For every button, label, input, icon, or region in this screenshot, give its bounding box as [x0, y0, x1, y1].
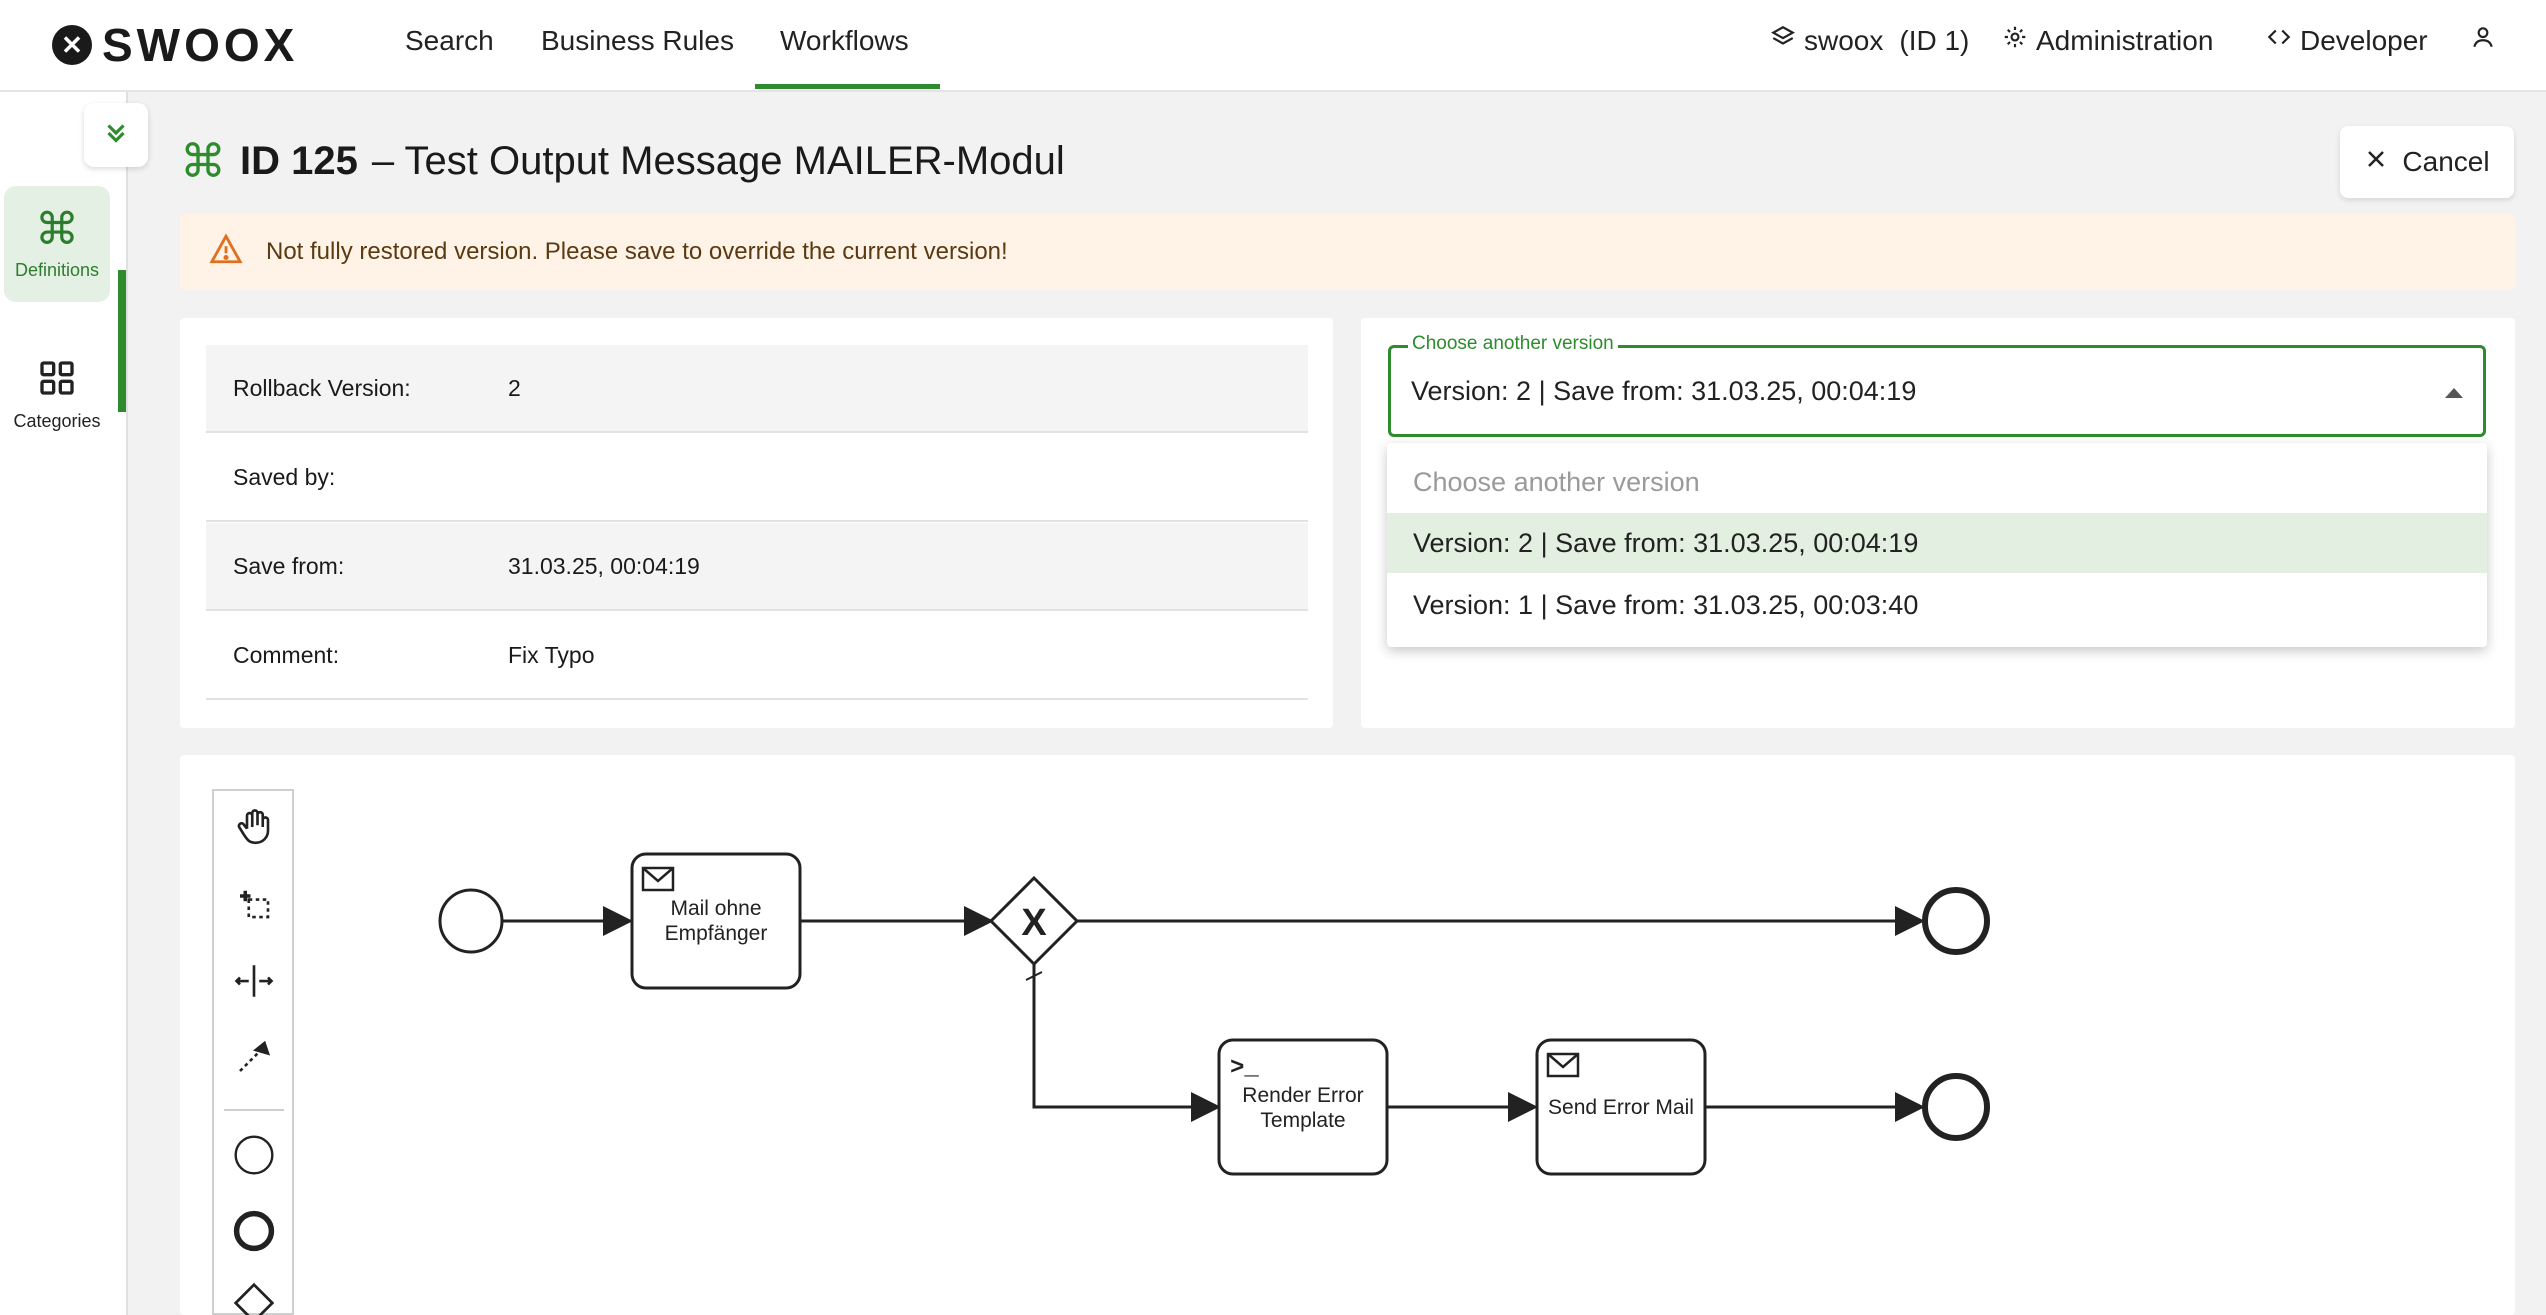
info-value: 2	[508, 374, 521, 401]
chevron-double-down-icon	[101, 118, 131, 153]
logo-mark-icon: ✕	[52, 25, 92, 65]
tenant-name: swoox	[1804, 24, 1884, 56]
sidebar: ⌘ Definitions Categories	[0, 92, 128, 1315]
dropdown-placeholder: Choose another version	[1413, 466, 1700, 497]
warning-icon	[208, 232, 244, 273]
info-label: Rollback Version:	[233, 374, 411, 401]
end-event	[1922, 887, 1990, 955]
info-row-save-from: Save from: 31.03.25, 00:04:19	[206, 523, 1308, 611]
bpmn-palette	[212, 789, 294, 1315]
swoox-logo[interactable]: ✕ SWOOX	[52, 19, 298, 71]
layers-icon	[1770, 24, 1796, 57]
developer-label: Developer	[2300, 24, 2428, 56]
space-tool-icon[interactable]	[228, 955, 280, 1007]
envelope-icon	[1546, 1052, 1580, 1078]
task-label: Empfänger	[665, 922, 768, 945]
cancel-button[interactable]: Cancel	[2340, 126, 2514, 198]
tenant-switcher[interactable]: swoox (ID 1)	[1770, 24, 1969, 57]
gateway-symbol: X	[1021, 902, 1047, 944]
developer-link[interactable]: Developer	[2266, 24, 2428, 57]
task-render-error-template	[1217, 1038, 1389, 1176]
gear-icon	[2002, 24, 2028, 57]
info-label: Comment:	[233, 641, 340, 668]
close-icon	[2364, 146, 2388, 178]
version-select[interactable]: Version: 2 | Save from: 31.03.25, 00:04:…	[1388, 345, 2486, 437]
info-row-saved-by: Saved by:	[206, 434, 1308, 522]
task-label: Render Error	[1242, 1084, 1363, 1107]
administration-link[interactable]: Administration	[2002, 24, 2213, 57]
warning-banner: Not fully restored version. Please save …	[180, 214, 2515, 290]
sidebar-item-label: Categories	[13, 411, 101, 431]
select-legend: Choose another version	[1408, 333, 1618, 355]
info-label: Save from:	[233, 552, 345, 579]
dropdown-option-version-2[interactable]: Version: 2 | Save from: 31.03.25, 00:04:…	[1387, 513, 2487, 573]
workflow-id: ID 125	[240, 138, 358, 183]
task-label: Mail ohne	[670, 897, 761, 920]
select-value: Version: 2 | Save from: 31.03.25, 00:04:…	[1411, 376, 1917, 406]
sidebar-item-definitions[interactable]: ⌘ Definitions	[4, 186, 110, 302]
info-value: Fix Typo	[508, 641, 595, 668]
palette-separator	[224, 1109, 284, 1111]
user-menu[interactable]	[2470, 24, 2496, 57]
grid-icon	[37, 358, 77, 403]
bpmn-canvas[interactable]	[180, 755, 2515, 1315]
info-label: Saved by:	[233, 463, 336, 490]
sidebar-collapse-button[interactable]	[84, 103, 148, 167]
logo-text: SWOOX	[102, 19, 299, 71]
info-value: 31.03.25, 00:04:19	[508, 552, 700, 579]
global-connect-tool-icon[interactable]	[228, 1031, 280, 1083]
nav-search[interactable]: Search	[405, 25, 494, 56]
default-flow-marker	[1025, 971, 1043, 981]
command-icon: ⌘	[180, 135, 226, 187]
page-title: ⌘ ID 125 – Test Output Message MAILER-Mo…	[180, 134, 1065, 188]
info-row-comment: Comment: Fix Typo	[206, 612, 1308, 700]
envelope-icon	[641, 866, 675, 892]
version-dropdown-menu: Choose another version Version: 2 | Save…	[1387, 443, 2487, 647]
cancel-label: Cancel	[2402, 146, 2490, 177]
gateway-tool-icon[interactable]	[228, 1277, 280, 1315]
info-row-rollback-version: Rollback Version: 2	[206, 345, 1308, 433]
exclusive-gateway	[988, 875, 1080, 967]
sidebar-item-categories[interactable]: Categories	[4, 337, 110, 453]
caret-up-icon	[2445, 388, 2463, 398]
user-icon	[2470, 24, 2496, 57]
end-event-tool-icon[interactable]	[228, 1205, 280, 1257]
task-label: Send Error Mail	[1548, 1096, 1694, 1119]
nav-active-indicator	[755, 84, 940, 89]
dropdown-option-version-1[interactable]: Version: 1 | Save from: 31.03.25, 00:03:…	[1413, 589, 1919, 620]
code-icon	[2266, 24, 2292, 57]
sequence-flow-default	[1032, 964, 1221, 1122]
warning-text: Not fully restored version. Please save …	[266, 238, 1008, 265]
tenant-id: (ID 1)	[1899, 24, 1970, 56]
end-event	[1922, 1073, 1990, 1141]
workflow-title: – Test Output Message MAILER-Modul	[371, 138, 1065, 183]
version-info-card: Rollback Version: 2 Saved by: Save from:…	[180, 318, 1333, 728]
nav-business-rules[interactable]: Business Rules	[541, 25, 734, 56]
top-navigation: ✕ SWOOX Search Business Rules Workflows …	[0, 0, 2546, 92]
start-event	[438, 888, 504, 954]
sidebar-active-indicator	[118, 270, 126, 412]
start-event-tool-icon[interactable]	[228, 1129, 280, 1181]
terminal-icon: >_	[1230, 1055, 1259, 1082]
lasso-tool-icon[interactable]	[228, 877, 280, 929]
command-icon: ⌘	[35, 204, 79, 254]
task-label: Template	[1260, 1109, 1345, 1132]
nav-workflows[interactable]: Workflows	[780, 25, 909, 56]
hand-tool-icon[interactable]	[228, 801, 280, 853]
administration-label: Administration	[2036, 24, 2214, 56]
sidebar-item-label: Definitions	[14, 259, 100, 280]
